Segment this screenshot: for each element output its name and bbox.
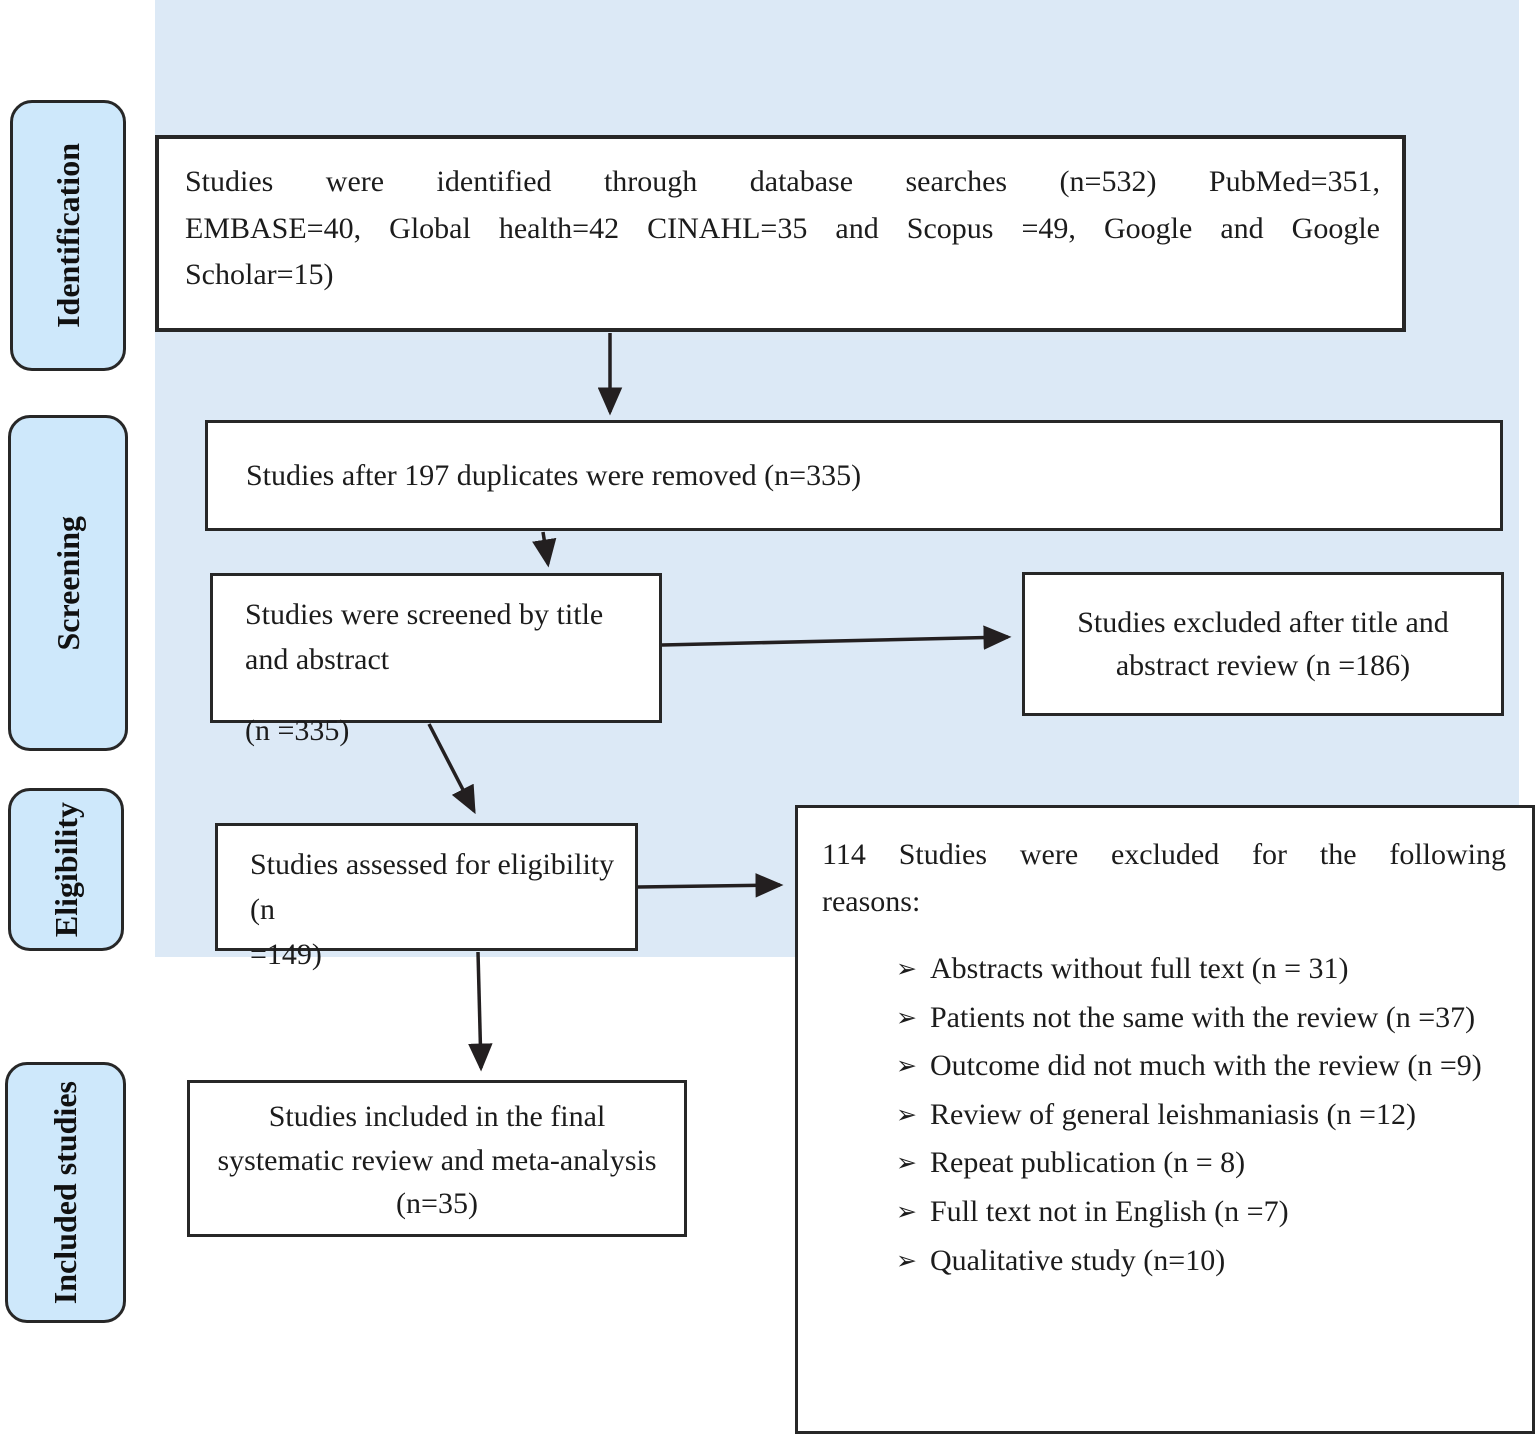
box-text-line: Studies assessed for eligibility (n	[250, 848, 615, 926]
arrowhead-bullet-icon: ➢	[896, 1196, 917, 1226]
stage-label-text: Identification	[49, 143, 86, 328]
reason-item: ➢ Abstracts without full text (n = 31)	[896, 945, 1506, 994]
box-assessed-eligibility: Studies assessed for eligibility (n =149)	[215, 823, 638, 971]
box-text-line: EMBASE=40, Global health=42 CINAHL=35 an…	[185, 211, 1380, 245]
box-excluded-reasons: 114 Studies were excluded for the follow…	[795, 805, 1535, 1434]
reason-item: ➢ Outcome did not much with the review (…	[896, 1042, 1506, 1091]
box-text: Studies after 197 duplicates were remove…	[246, 459, 862, 492]
reason-item: ➢ Qualitative study (n=10)	[896, 1237, 1506, 1286]
reason-item: ➢ Full text not in English (n =7)	[896, 1188, 1506, 1237]
reason-text: Repeat publication (n = 8)	[930, 1146, 1246, 1180]
stage-label-included-studies: Included studies	[5, 1062, 126, 1323]
reason-item: ➢ Review of general leishmaniasis (n =12…	[896, 1091, 1506, 1140]
heading-line: 114 Studies were excluded for the follow…	[822, 838, 1506, 871]
box-text-line: Studies were screened by title and abstr…	[245, 598, 604, 676]
box-screened-title-abstract: Studies were screened by title and abstr…	[210, 573, 662, 747]
box-excluded-title-abstract: Studies excluded after title and abstrac…	[1022, 572, 1504, 716]
stage-label-eligibility: Eligibility	[8, 788, 124, 951]
reason-text: Patients not the same with the review (n…	[930, 1000, 1476, 1034]
box-studies-identified: Studies were identified through database…	[155, 135, 1406, 332]
reason-item: ➢ Repeat publication (n = 8)	[896, 1139, 1506, 1188]
box-text-line: (n=35)	[396, 1187, 478, 1220]
excluded-reasons-list: ➢ Abstracts without full text (n = 31) ➢…	[896, 945, 1506, 1285]
reason-text: Abstracts without full text (n = 31)	[930, 952, 1349, 985]
box-duplicates-removed: Studies after 197 duplicates were remove…	[205, 420, 1503, 531]
arrowhead-bullet-icon: ➢	[896, 954, 917, 983]
stage-label-text: Included studies	[47, 1080, 83, 1305]
box-text-line: Studies included in the final	[268, 1100, 606, 1133]
arrowhead-bullet-icon: ➢	[896, 1099, 917, 1129]
box-included-final: Studies included in the final systematic …	[187, 1080, 687, 1237]
excluded-reasons-heading: 114 Studies were excluded for the follow…	[822, 832, 1506, 925]
box-text-line: Scholar=15)	[185, 258, 334, 291]
heading-line: reasons:	[822, 884, 921, 918]
reason-text: Review of general leishmaniasis (n =12)	[930, 1097, 1416, 1131]
stage-label-screening: Screening	[8, 415, 128, 751]
box-text-line: (n =335)	[245, 714, 350, 747]
stage-label-identification: Identification	[10, 100, 126, 371]
arrowhead-bullet-icon: ➢	[896, 1051, 917, 1081]
box-text-line: Studies were identified through database…	[185, 165, 1380, 198]
box-text-line: systematic review and meta-analysis	[217, 1143, 657, 1177]
arrowhead-bullet-icon: ➢	[896, 1245, 917, 1275]
stage-label-text: Screening	[49, 515, 86, 651]
box-text-line: =149)	[250, 938, 322, 971]
arrowhead-bullet-icon: ➢	[896, 1002, 917, 1032]
reason-text: Qualitative study (n=10)	[930, 1243, 1226, 1277]
arrowhead-bullet-icon: ➢	[896, 1148, 917, 1178]
stage-label-text: Eligibility	[47, 801, 84, 938]
reason-text: Outcome did not much with the review (n …	[930, 1049, 1482, 1083]
reason-text: Full text not in English (n =7)	[930, 1194, 1289, 1228]
box-text: Studies excluded after title and abstrac…	[1077, 605, 1449, 683]
reason-item: ➢ Patients not the same with the review …	[896, 994, 1506, 1043]
